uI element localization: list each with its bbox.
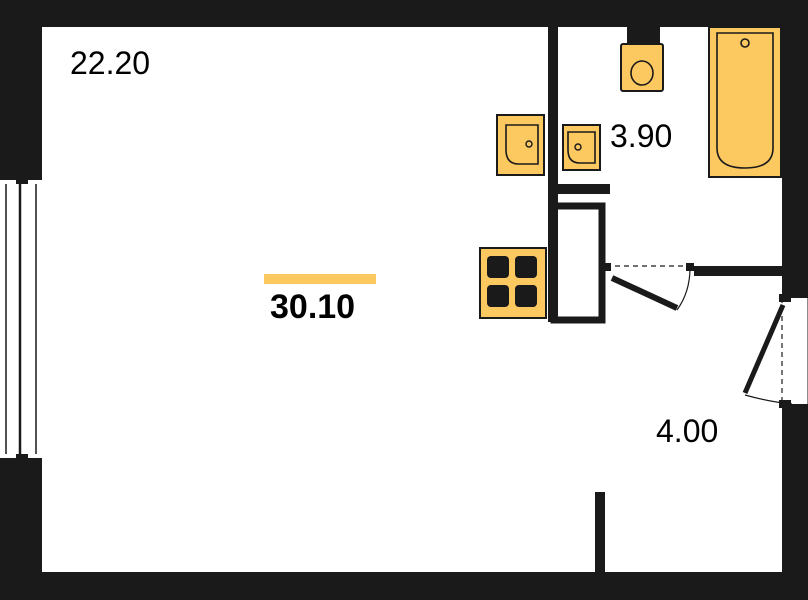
total-area-accent-bar: [264, 274, 376, 284]
closet: [550, 202, 606, 324]
bathtub-icon: [708, 26, 782, 178]
wall-bottom: [0, 572, 808, 600]
wall-top: [0, 0, 808, 27]
sink-icon: [496, 114, 545, 176]
window-icon: [0, 178, 42, 460]
wall-left-upper: [0, 0, 42, 180]
entrance-door-icon[interactable]: [742, 294, 808, 408]
wall-right-lower: [782, 404, 808, 600]
wall-bath-partition: [548, 27, 558, 322]
room-hall-area-label: 4.00: [656, 413, 719, 449]
door-swing-icon[interactable]: [603, 263, 694, 311]
sink-icon-bathroom: [562, 124, 601, 171]
stove-icon: [479, 247, 547, 319]
wall-left-lower: [0, 458, 42, 600]
wall-right-upper: [782, 0, 808, 298]
wall-stub: [595, 492, 605, 572]
room-main-area-label: 22.20: [70, 45, 151, 81]
toilet-icon: [620, 27, 664, 92]
wall-hall-upper: [694, 266, 782, 276]
total-area-label: 30.10: [270, 288, 356, 326]
wall-bath-bottom: [548, 184, 610, 194]
interior-walls: [548, 27, 782, 572]
room-bathroom-area-label: 3.90: [610, 118, 673, 154]
